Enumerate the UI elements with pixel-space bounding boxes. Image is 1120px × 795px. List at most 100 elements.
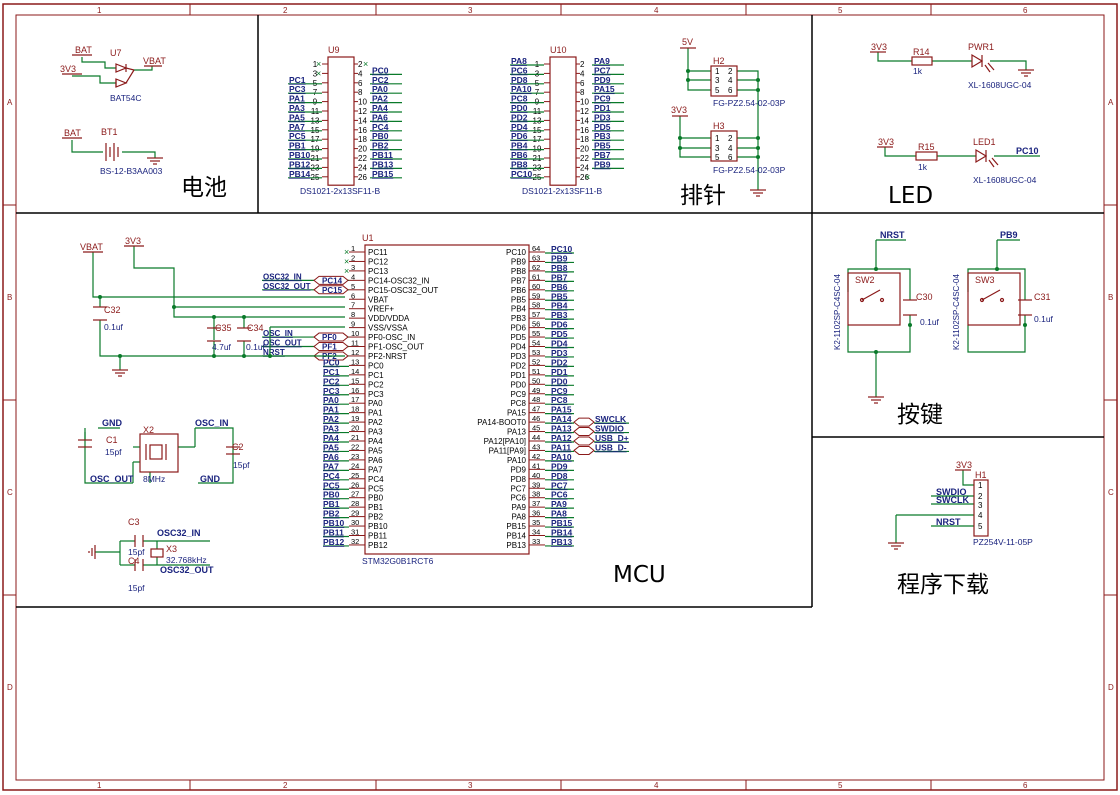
u10-left-net: PB6 xyxy=(511,150,528,160)
u9-body xyxy=(327,56,355,186)
u9-right-net: PC2 xyxy=(372,75,389,85)
oscillator-block: GND OSC_IN OSC_OUT GND C1 15pf C2 15pf X… xyxy=(78,418,250,593)
u1-right-pin-name: PB14 xyxy=(506,532,526,541)
u1-left-pin-number: 14 xyxy=(351,367,359,376)
net-label-bat: BAT xyxy=(75,45,92,55)
u10-right-pin: 26 xyxy=(580,173,589,182)
u1-left-pin-number: 23 xyxy=(351,452,359,461)
u1-left-pin-number: 29 xyxy=(351,509,359,518)
osc-net-out: OSC_OUT xyxy=(90,474,134,484)
u1-net-label: PC10 xyxy=(551,244,573,254)
u10-right-net: PD3 xyxy=(594,112,611,122)
u1-net-label: PB15 xyxy=(551,518,573,528)
u9-left-net: PA3 xyxy=(289,103,305,113)
u1-net-label: OSC32_IN xyxy=(263,272,302,281)
u10-right-pin: 20 xyxy=(580,145,589,154)
x3-value: 32.768kHz xyxy=(166,555,207,565)
u1-ext-label: USB_D+ xyxy=(595,433,629,443)
u1-port-flag xyxy=(573,417,595,427)
h2-net-5v: 5V xyxy=(682,37,693,47)
c35-ref: C35 xyxy=(215,323,232,333)
u1-left-pin-name: PC0 xyxy=(368,361,384,370)
c2-ref: C2 xyxy=(232,442,244,452)
u10-right-pin: 10 xyxy=(580,98,589,107)
u1-net-label: PD1 xyxy=(551,367,568,377)
r14-value: 1k xyxy=(913,66,923,76)
u1-net-label: PB4 xyxy=(551,301,568,311)
frame-col-label: 5 xyxy=(838,781,843,790)
u1-right-pin-number: 37 xyxy=(532,499,540,508)
no-connect-icon: × xyxy=(344,247,349,257)
h3-pin-4: 4 xyxy=(728,144,733,153)
u1-right-pin-name: PD3 xyxy=(510,352,526,361)
u9-right-net: PA6 xyxy=(372,112,388,122)
mcu-net-vbat: VBAT xyxy=(80,242,103,252)
u9-right-pin: 4 xyxy=(358,69,363,78)
h1-value: PZ254V-11-05P xyxy=(973,537,1033,547)
u1-left-pin-name: VREF+ xyxy=(368,305,394,314)
u1-net-label: PD4 xyxy=(551,339,568,349)
r14-net: 3V3 xyxy=(871,42,887,52)
u10-right-net: PD9 xyxy=(594,75,611,85)
u9-right-net: PB2 xyxy=(372,141,389,151)
led1-ref: LED1 xyxy=(973,137,996,147)
u10-right-pin: 14 xyxy=(580,116,589,125)
mcu-net-3v3: 3V3 xyxy=(125,236,141,246)
u1-net-label: PA6 xyxy=(323,452,339,462)
section-title-header: 排针 xyxy=(680,183,726,209)
u1-left-pin-number: 8 xyxy=(351,310,355,319)
u1-left-pin-name: PA3 xyxy=(368,428,383,437)
u1-left-pin-name: PA4 xyxy=(368,437,383,446)
osc32-in-net: OSC32_IN xyxy=(157,528,201,538)
u1-net-label: PA3 xyxy=(323,424,339,434)
u1-left-pin-name: PC15-OSC32_OUT xyxy=(368,286,438,295)
u1-left-pin-number: 27 xyxy=(351,490,359,499)
u9-right-net: PB15 xyxy=(372,169,394,179)
u1-ext-label: SWDIO xyxy=(595,424,624,434)
u1-net-label: PC8 xyxy=(551,395,568,405)
sw3-value: K2-1102SP-C4SC-04 xyxy=(952,274,961,350)
u1-left-pin-name: PB1 xyxy=(368,503,384,512)
h2-value: FG-PZ2.54-02-03P xyxy=(713,98,786,108)
u1-left-pin-name: VSS/VSSA xyxy=(368,324,408,333)
u10-left-net: PB8 xyxy=(511,159,528,169)
h3-pin-3: 3 xyxy=(715,144,720,153)
u1-left-pin-name: PA7 xyxy=(368,465,383,474)
u1-right-pin-number: 36 xyxy=(532,509,540,518)
c30-value: 0.1uf xyxy=(920,317,940,327)
frame-col-label: 1 xyxy=(97,6,102,15)
h2-ref: H2 xyxy=(713,56,725,66)
u10-right-net: PD5 xyxy=(594,122,611,132)
sw3-net: PB9 xyxy=(1000,230,1018,240)
u10-left-net: PD2 xyxy=(511,112,528,122)
u1-net-label: PD2 xyxy=(551,357,568,367)
u9-right-pin: 20 xyxy=(358,145,367,154)
u1-right-pin-number: 33 xyxy=(532,537,540,546)
u9-left-net: PC5 xyxy=(289,131,306,141)
h1-net-nrst: NRST xyxy=(936,517,961,527)
u9-left-net: PB10 xyxy=(289,150,311,160)
no-connect-icon: × xyxy=(344,266,349,276)
u1-right-pin-number: 44 xyxy=(532,433,540,442)
r14-ref: R14 xyxy=(913,47,930,57)
r15-value: 1k xyxy=(918,162,928,172)
section-dividers xyxy=(16,15,1104,608)
u1-right-pin-name: PC10 xyxy=(506,248,527,257)
h2-pin-2: 2 xyxy=(728,67,733,76)
u9-right-pin: 16 xyxy=(358,126,367,135)
r15-ref: R15 xyxy=(918,142,935,152)
u1-left-pin-number: 1 xyxy=(351,244,355,253)
u1-left-pin-number: 18 xyxy=(351,405,359,414)
u1-port-flag xyxy=(573,427,595,437)
h1-net-3v3: 3V3 xyxy=(956,460,972,470)
u10-value: DS1021-2x13SF11-B xyxy=(522,186,602,196)
u1-net-label: OSC_OUT xyxy=(263,339,302,348)
u1-right-pin-name: PB3 xyxy=(511,314,527,323)
sw3-ref: SW3 xyxy=(975,275,995,285)
u9-right-pin: 24 xyxy=(358,163,367,172)
download-block: 3V3 H1 PZ254V-11-05P 1 2 3 4 5 SWDIO SWC… xyxy=(888,460,1033,550)
u1-right-pin-name: PD1 xyxy=(510,371,526,380)
u1-net-label: PB5 xyxy=(551,291,568,301)
